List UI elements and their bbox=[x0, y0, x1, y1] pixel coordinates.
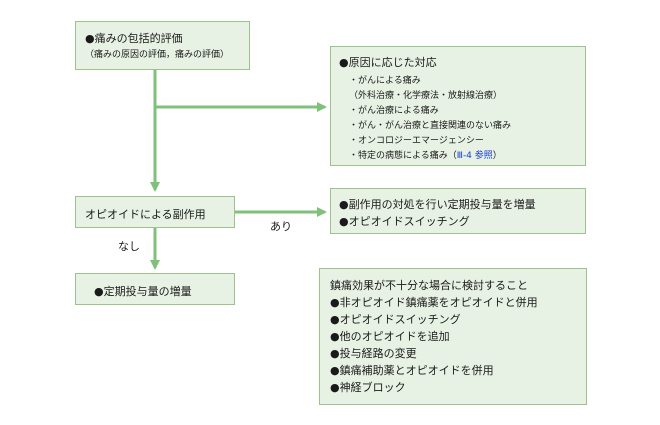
insufficient-item: ●オピオイドスイッチング bbox=[330, 313, 461, 326]
cause-item: ・がん・がん治療と直接関連のない痛み bbox=[349, 121, 512, 131]
cause-item: ・がんによる痛み bbox=[349, 76, 421, 86]
branch-yes-label: あり bbox=[270, 220, 292, 233]
insufficient-item: ●非オピオイド鎮痛薬をオピオイドと併用 bbox=[330, 296, 538, 309]
cause-item-last-prefix: ・特定の病態による痛み（ bbox=[349, 151, 457, 161]
cause-item: ・オンコロジーエマージェンシー bbox=[349, 136, 484, 146]
insufficient-item: ●鎮痛補助薬とオピオイドを併用 bbox=[330, 364, 494, 377]
side-effect-action-box: ●副作用の対処を行い定期投与量を増量 ●オピオイドスイッチング bbox=[330, 188, 586, 234]
cause-item: （外科治療・化学療法・放射線治療） bbox=[349, 91, 503, 101]
insufficient-item: ●他のオピオイドを追加 bbox=[330, 330, 450, 343]
assessment-subtitle: （痛みの原因の評価，痛みの評価） bbox=[85, 50, 230, 60]
side-effect-label: オピオイドによる副作用 bbox=[85, 208, 206, 221]
cause-item-last: ・特定の病態による痛み（Ⅲ-4 参照） bbox=[349, 148, 502, 161]
dose-increase-label: ●定期投与量の増量 bbox=[94, 285, 192, 298]
cause-item: ・がん治療による痛み bbox=[349, 106, 439, 116]
dose-increase-box: ●定期投与量の増量 bbox=[75, 273, 235, 305]
action-item: ●オピオイドスイッチング bbox=[339, 215, 470, 228]
action-item: ●副作用の対処を行い定期投与量を増量 bbox=[339, 198, 536, 211]
cause-item-last-suffix: ） bbox=[492, 151, 502, 161]
side-effect-box: オピオイドによる副作用 bbox=[75, 196, 235, 228]
insufficient-item: ●神経ブロック bbox=[330, 381, 406, 394]
cause-box: ●原因に応じた対応 ・がんによる痛み （外科治療・化学療法・放射線治療） ・がん… bbox=[330, 46, 586, 166]
reference-link[interactable]: Ⅲ-4 参照 bbox=[456, 151, 493, 161]
assessment-box: ●痛みの包括的評価 （痛みの原因の評価，痛みの評価） bbox=[75, 21, 250, 70]
insufficient-box: 鎮痛効果が不十分な場合に検討すること ●非オピオイド鎮痛薬をオピオイドと併用 ●… bbox=[319, 268, 587, 405]
insufficient-item: ●投与経路の変更 bbox=[330, 347, 417, 360]
insufficient-title: 鎮痛効果が不十分な場合に検討すること bbox=[330, 279, 528, 292]
branch-no-label: なし bbox=[118, 240, 140, 253]
assessment-title: ●痛みの包括的評価 bbox=[85, 32, 183, 45]
cause-title: ●原因に応じた対応 bbox=[339, 56, 437, 69]
